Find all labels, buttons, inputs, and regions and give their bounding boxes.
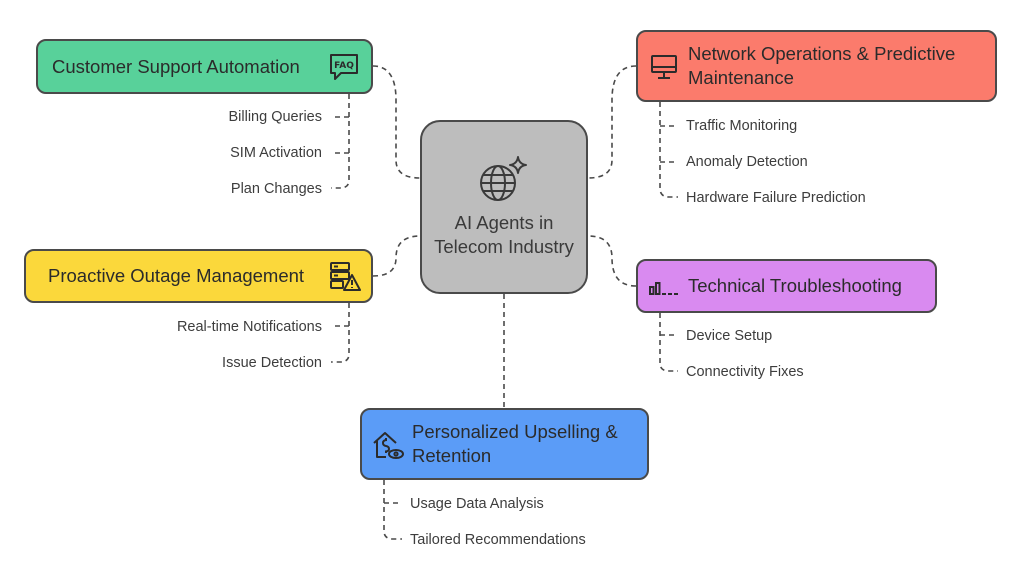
center-title: AI Agents in Telecom Industry xyxy=(434,212,574,257)
signal-bars-icon xyxy=(648,277,680,297)
category-proactive-outage: Proactive Outage Management xyxy=(24,249,373,303)
category-technical-troubleshooting: Technical Troubleshooting xyxy=(636,259,937,313)
globe-sparkle-icon xyxy=(478,155,530,203)
item-sim-activation: SIM Activation xyxy=(230,145,322,161)
house-dollar-eye-icon xyxy=(372,430,404,460)
category-label: Proactive Outage Management xyxy=(48,265,305,286)
monitor-icon xyxy=(650,53,678,81)
link-upsell-items xyxy=(383,480,402,540)
category-label: Network Operations & Predictive Maintena… xyxy=(688,43,956,88)
link-center-tech xyxy=(587,235,637,287)
item-connectivity-fixes: Connectivity Fixes xyxy=(686,364,804,380)
link-outage-items xyxy=(331,303,350,363)
center-node: AI Agents in Telecom Industry xyxy=(420,120,588,294)
item-real-time-notifications: Real-time Notifications xyxy=(176,319,322,335)
category-personalized-upselling: Personalized Upselling & Retention xyxy=(360,408,649,480)
link-center-network xyxy=(587,65,637,179)
item-traffic-monitoring: Traffic Monitoring xyxy=(686,118,798,134)
category-label: Customer Support Automation xyxy=(52,55,300,77)
svg-text:FAQ: FAQ xyxy=(334,61,354,71)
link-center-outage xyxy=(372,235,421,277)
item-tailored-recommendations: Tailored Recommendations xyxy=(410,532,586,548)
item-hardware-failure-prediction: Hardware Failure Prediction xyxy=(686,190,866,206)
category-label: Personalized Upselling & Retention xyxy=(412,421,618,466)
category-network-operations: Network Operations & Predictive Maintena… xyxy=(636,30,997,102)
link-tech-items xyxy=(659,313,678,372)
item-anomaly-detection: Anomaly Detection xyxy=(686,154,808,170)
item-usage-data-analysis: Usage Data Analysis xyxy=(410,496,544,512)
link-support-items xyxy=(331,94,350,189)
link-network-items xyxy=(659,102,678,198)
category-label: Technical Troubleshooting xyxy=(688,275,902,296)
item-billing-queries: Billing Queries xyxy=(228,109,323,125)
server-warning-icon xyxy=(329,261,361,293)
item-device-setup: Device Setup xyxy=(686,328,773,344)
item-issue-detection: Issue Detection xyxy=(222,355,322,371)
link-center-support xyxy=(372,65,421,179)
item-plan-changes: Plan Changes xyxy=(230,181,322,197)
category-customer-support: Customer Support Automation FAQ xyxy=(36,39,373,94)
faq-icon: FAQ xyxy=(329,53,359,81)
